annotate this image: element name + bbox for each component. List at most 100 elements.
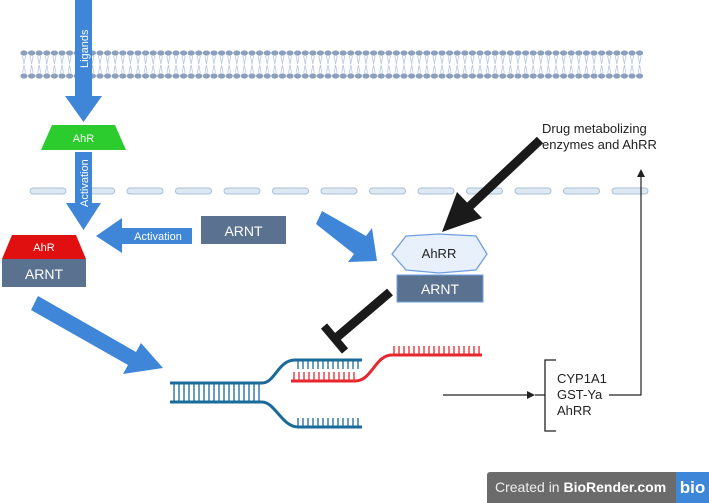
lipid-head (43, 73, 51, 79)
ahr-cytoplasm-label: AhR (73, 133, 94, 145)
lipid-tail (166, 55, 171, 74)
lipid-head (613, 50, 621, 56)
activation-horizontal-label: Activation (134, 231, 182, 243)
lipid-head (590, 73, 598, 79)
lipid-head (111, 50, 119, 56)
lipid-head (461, 50, 469, 56)
lipid-tail (250, 55, 254, 74)
lipid-tail (485, 55, 490, 74)
lipid-head (202, 73, 210, 79)
lipid-head (590, 50, 598, 56)
lipid-tail (546, 55, 551, 74)
lipid-head (332, 73, 340, 79)
lipid-head (491, 73, 499, 79)
lipid-head (446, 50, 454, 56)
lipid-head (332, 50, 340, 56)
lipid-head (43, 50, 51, 56)
nuclear-pore-segment (126, 187, 164, 195)
lipid-tail (508, 55, 513, 74)
lipid-head (104, 73, 112, 79)
lipid-head (636, 73, 644, 79)
lipid-head (484, 50, 492, 56)
lipid-head (240, 50, 248, 56)
lipid-head (430, 73, 438, 79)
lipid-tail (440, 55, 444, 74)
lipid-tail (280, 55, 285, 74)
nuclear-pore-segment (417, 187, 455, 195)
lipid-head (377, 50, 385, 56)
lipid-head (278, 73, 286, 79)
activation-vertical-arrow (66, 152, 101, 230)
lipid-head (20, 73, 28, 79)
lipid-head (347, 50, 355, 56)
lipid-tail (227, 55, 232, 74)
lipid-head (66, 50, 74, 56)
lipid-head (142, 73, 150, 79)
lipid-tail (98, 55, 102, 74)
activation-horizontal-arrow (96, 218, 192, 253)
lipid-tail (295, 55, 300, 74)
lipid-tail (288, 55, 292, 74)
lipid-tail (37, 55, 42, 74)
lipid-head (628, 50, 636, 56)
lipid-head (20, 50, 28, 56)
lipid-tail (196, 55, 201, 74)
lipid-head (248, 50, 256, 56)
lipid-tail (592, 55, 596, 74)
lipid-head (423, 50, 431, 56)
lipid-head (218, 50, 226, 56)
lipid-head (180, 73, 188, 79)
lipid-head (104, 50, 112, 56)
inhibition-bar (320, 323, 349, 354)
lipid-head (263, 73, 271, 79)
arnt-complex-label: ARNT (25, 266, 64, 282)
lipid-head (544, 73, 553, 79)
lipid-head (157, 73, 165, 79)
lipid-head (339, 73, 347, 79)
lipid-tail (531, 55, 536, 74)
lipid-head (172, 73, 180, 79)
nuclear-pore-segment (611, 187, 649, 195)
lipid-head (278, 50, 286, 56)
lipid-tail (219, 55, 224, 74)
lipid-head (529, 73, 537, 79)
lipid-tail (554, 55, 558, 74)
lipid-tail (333, 55, 338, 74)
lipid-head (256, 73, 264, 79)
lipid-head (636, 50, 644, 56)
ahr-complex-label: AhR (33, 242, 54, 254)
lipid-head (370, 50, 378, 56)
lipid-tail (22, 55, 26, 74)
lipid-tail (212, 55, 216, 74)
lipid-head (491, 50, 499, 56)
lipid-head (613, 73, 621, 79)
lipid-head (202, 50, 210, 56)
feedback-arrowhead (637, 169, 645, 177)
dna-to-genes-arrowhead (527, 391, 535, 399)
lipid-tail (44, 55, 49, 74)
lipid-head (567, 73, 575, 79)
lipid-head (218, 73, 226, 79)
lipid-head (377, 73, 385, 79)
lipid-head (537, 73, 545, 79)
lipid-head (453, 50, 461, 56)
arnt-free (201, 216, 286, 244)
lipid-tail (614, 55, 619, 74)
lipid-head (354, 73, 362, 79)
lipid-head (582, 73, 591, 79)
lipid-tail (432, 55, 437, 74)
lipid-tail (637, 55, 642, 74)
lipid-head (187, 73, 195, 79)
lipid-head (385, 73, 393, 79)
lipid-head (408, 73, 416, 79)
lipid-head (415, 50, 423, 56)
arnt-free-label: ARNT (224, 223, 263, 239)
lipid-head (438, 50, 446, 56)
lipid-head (362, 73, 370, 79)
lipid-tail (303, 55, 308, 74)
lipid-head (522, 50, 530, 56)
lipid-head (499, 50, 507, 56)
lipid-tail (630, 55, 634, 74)
lipid-head (96, 73, 104, 79)
lipid-head (446, 73, 454, 79)
